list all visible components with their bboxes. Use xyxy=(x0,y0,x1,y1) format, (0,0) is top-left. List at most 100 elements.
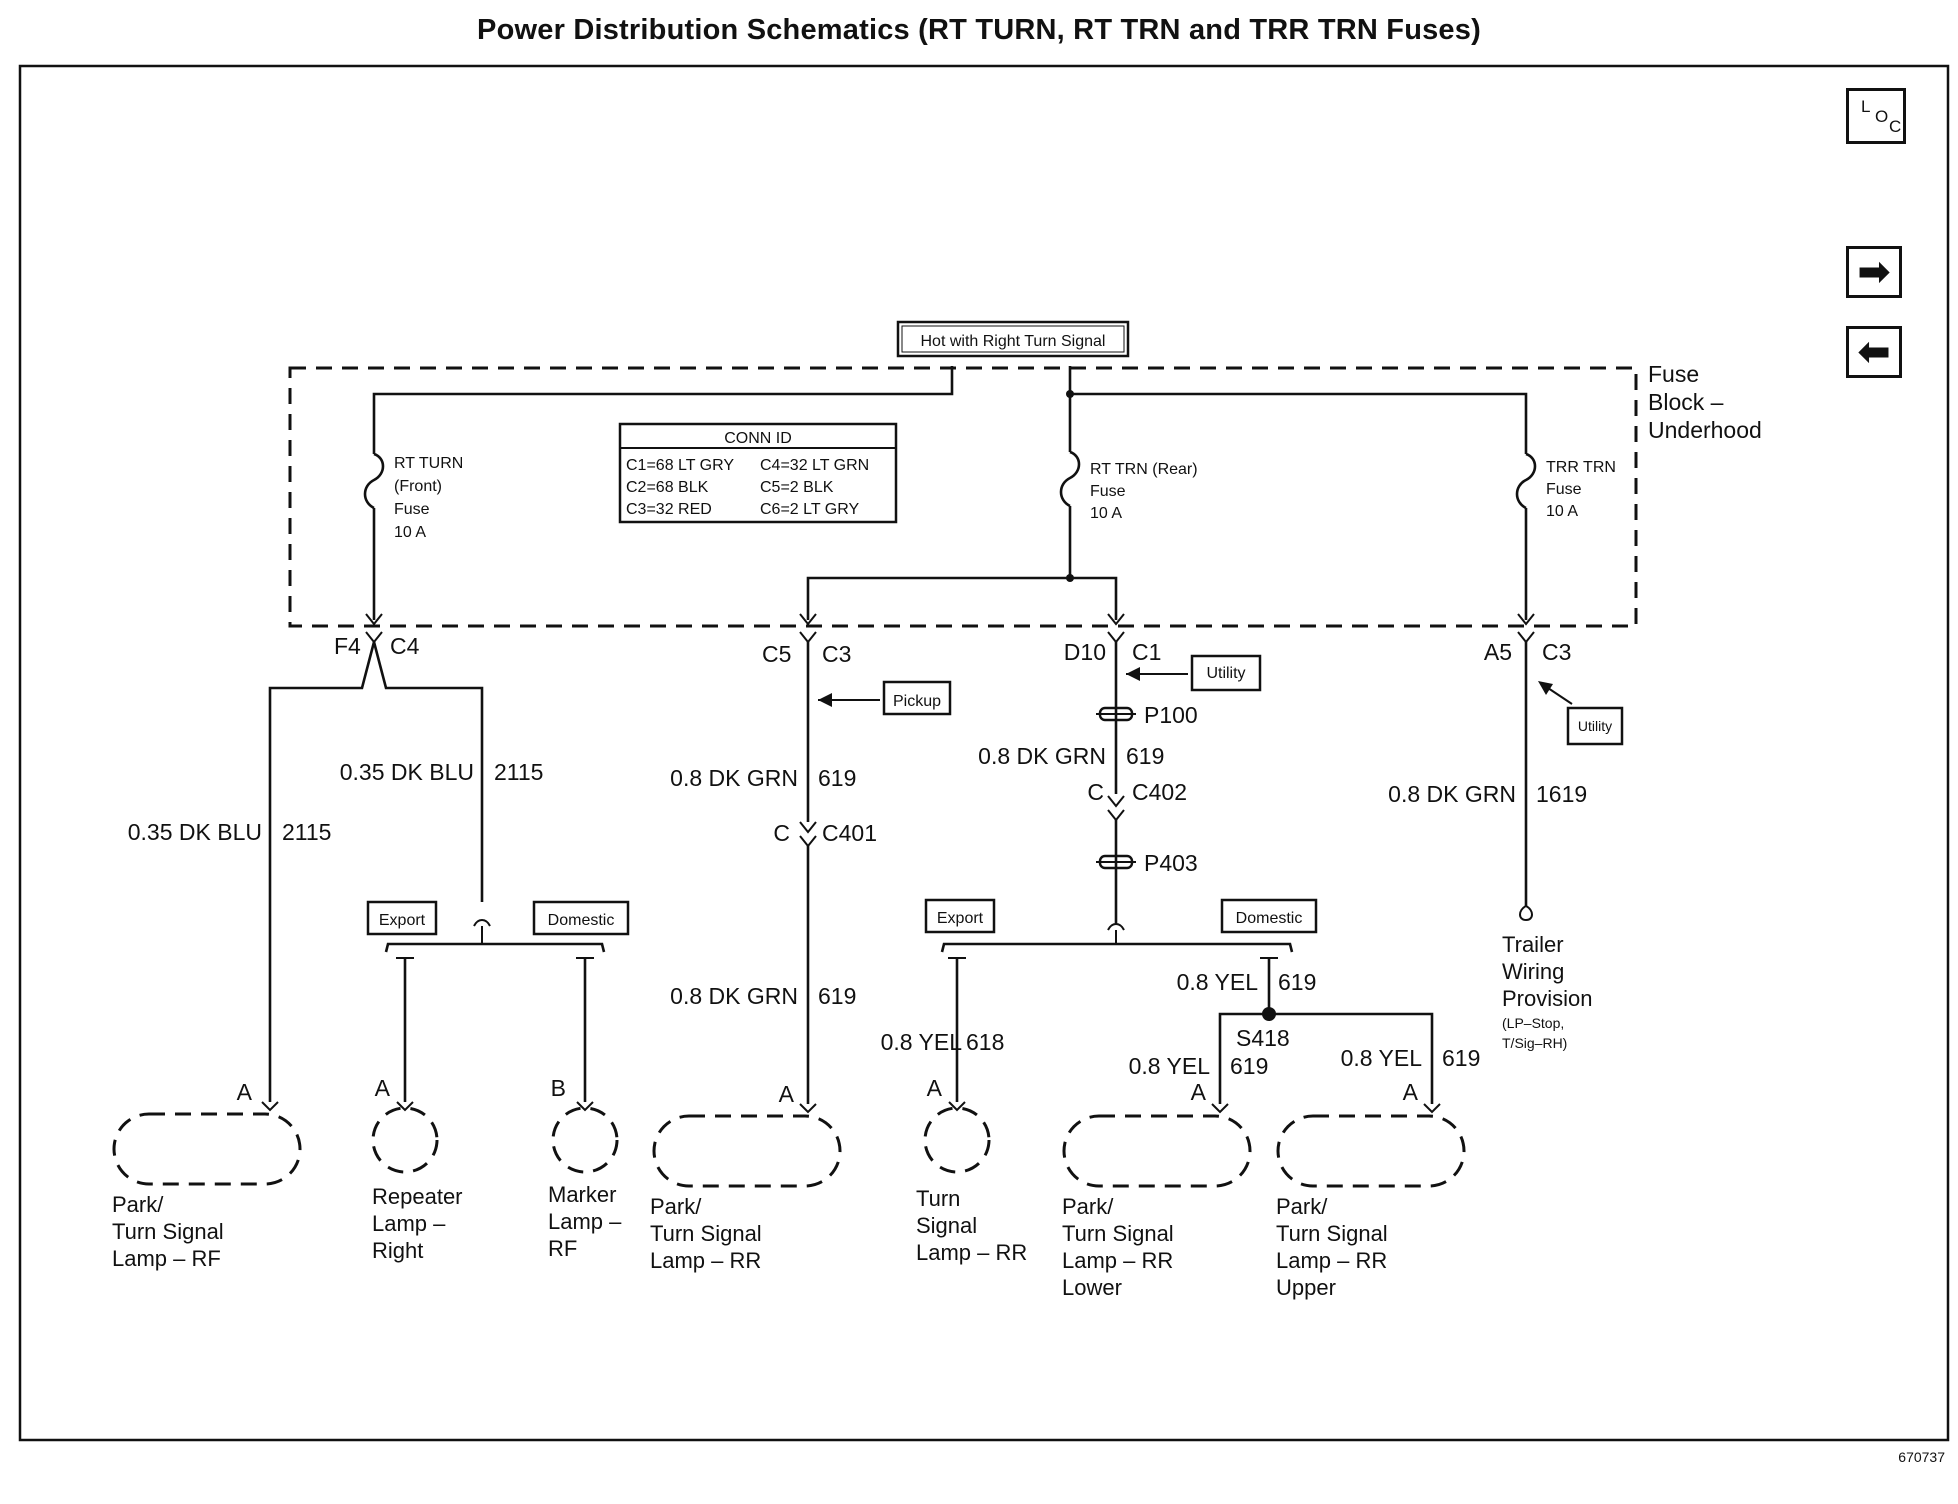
wire-3-number: 619 xyxy=(818,765,856,791)
conn-id-c3: C3=32 RED xyxy=(626,501,712,518)
next-page-button[interactable]: ➡ xyxy=(1846,246,1902,298)
c402-pin: C xyxy=(1087,779,1104,805)
pin-arrow-5 xyxy=(948,1101,966,1112)
wire-619-lower-lamp xyxy=(1218,1012,1269,1104)
pin-arrow-3 xyxy=(576,1101,594,1112)
turn-rr-label-2: Signal xyxy=(916,1213,977,1238)
rt-trn-to-d10 xyxy=(1070,576,1118,620)
wire-619-upper-lamp xyxy=(1269,1012,1434,1104)
rt-turn-fuse-label-4: 10 A xyxy=(394,524,426,541)
pickup-arrow-head xyxy=(818,693,832,707)
turn-rr-label-1: Turn xyxy=(916,1186,960,1211)
pin-label-1: A xyxy=(237,1079,253,1105)
hot-label-inner xyxy=(901,325,1125,353)
c402-arrow xyxy=(1107,795,1125,808)
wire-5-color: 0.8 DK GRN xyxy=(978,743,1106,769)
export-tag-1: Export xyxy=(379,912,426,929)
arrow-right-icon: ➡ xyxy=(1857,250,1891,294)
fuse-block-label-1: Fuse xyxy=(1648,361,1699,387)
conn-id-c2: C2=68 BLK xyxy=(626,479,709,496)
connector-p403: P403 xyxy=(1144,850,1198,876)
trr-trn-fuse-label-2: Fuse xyxy=(1546,481,1582,498)
domestic-tag-box-1 xyxy=(532,900,630,936)
park-turn-lamp-rr-upper-outline xyxy=(1276,1114,1466,1188)
wire-8-number: 619 xyxy=(1278,969,1316,995)
connector-c1: C1 xyxy=(1132,639,1161,665)
park-rr-lower-label-4: Lower xyxy=(1062,1275,1122,1300)
wire-2-number: 2115 xyxy=(494,759,543,785)
rt-trn-fuse-label-1: RT TRN (Rear) xyxy=(1090,461,1198,478)
marker-label-3: RF xyxy=(548,1236,577,1261)
pin-label-2: A xyxy=(375,1075,391,1101)
c4-connector-arrow xyxy=(365,613,383,626)
export-tag-2: Export xyxy=(937,910,984,927)
park-rr-lower-label-2: Turn Signal xyxy=(1062,1221,1174,1246)
conn-id-box xyxy=(618,422,898,524)
utility-arrow-head-1 xyxy=(1126,667,1140,681)
rt-trn-fuse-symbol xyxy=(1059,450,1081,508)
a5-male-arrow xyxy=(1517,631,1535,644)
pin-arrow-7 xyxy=(1423,1103,1441,1114)
park-rr-upper-label-1: Park/ xyxy=(1276,1194,1328,1219)
connector-c4: C4 xyxy=(390,633,420,659)
rt-turn-fuse-label-2: (Front) xyxy=(394,478,442,495)
park-turn-lamp-rr-lower-outline xyxy=(1062,1114,1252,1188)
pickup-tag-box xyxy=(882,680,952,716)
loc-letter-o: O xyxy=(1875,107,1889,126)
export-tag-box-1 xyxy=(366,900,438,936)
wire-6-number: 1619 xyxy=(1536,781,1587,807)
wire-2115-rf xyxy=(268,641,376,1102)
c4-male-arrow xyxy=(365,631,383,644)
location-view-button[interactable]: L O C xyxy=(1846,88,1906,144)
previous-page-button[interactable]: ⬅ xyxy=(1846,326,1902,378)
fuse-block-boundary xyxy=(288,366,1638,628)
pin-arrow-6 xyxy=(1211,1103,1229,1114)
connector-c5: C5 xyxy=(762,641,791,667)
utility-tag-1: Utility xyxy=(1206,665,1245,682)
rt-trn-fuse-label-3: 10 A xyxy=(1090,505,1122,522)
park-rr-upper-label-4: Upper xyxy=(1276,1275,1336,1300)
wire-7-number: 618 xyxy=(966,1029,1004,1055)
connector-c3b: C3 xyxy=(1542,639,1571,665)
c401-male-arrow xyxy=(799,835,817,848)
park-rf-label-1: Park/ xyxy=(112,1192,164,1217)
wire-3-color: 0.8 DK GRN xyxy=(670,765,798,791)
park-rr-label-2: Turn Signal xyxy=(650,1221,762,1246)
option-splice-2 xyxy=(1107,923,1125,931)
fuse-block-label-2: Block – xyxy=(1648,389,1724,415)
rt-turn-fuse-label-1: RT TURN xyxy=(394,455,463,472)
park-rr-lower-label-3: Lamp – RR xyxy=(1062,1248,1173,1273)
figure-id: 670737 xyxy=(1898,1449,1945,1465)
c1-connector-arrow xyxy=(1107,613,1125,626)
marker-label-2: Lamp – xyxy=(548,1209,622,1234)
d10-male-arrow xyxy=(1107,631,1125,644)
bus-left xyxy=(372,366,954,454)
turn-rr-label-3: Lamp – RR xyxy=(916,1240,1027,1265)
arrow-left-icon: ⬅ xyxy=(1857,330,1891,374)
repeater-label-2: Lamp – xyxy=(372,1211,446,1236)
diagram-frame xyxy=(18,64,1950,1442)
fuse-block-label-3: Underhood xyxy=(1648,417,1762,443)
c401-arrow xyxy=(799,821,817,834)
pin-label-6: A xyxy=(1191,1079,1207,1105)
page-title: Power Distribution Schematics (RT TURN, … xyxy=(477,14,1481,46)
domestic-tag-2: Domestic xyxy=(1236,910,1303,927)
park-rr-label-1: Park/ xyxy=(650,1194,702,1219)
trailer-label-1: Trailer xyxy=(1502,932,1564,957)
trailer-provision-end xyxy=(1519,905,1533,922)
wire-2-color: 0.35 DK BLU xyxy=(340,759,474,785)
connector-c3a: C3 xyxy=(822,641,851,667)
connector-a5: A5 xyxy=(1484,639,1512,665)
wire-7-color: 0.8 YEL xyxy=(881,1029,963,1055)
trr-trn-fuse-label-1: TRR TRN xyxy=(1546,459,1616,476)
hot-label: Hot with Right Turn Signal xyxy=(921,333,1106,350)
pin-arrow-4 xyxy=(799,1103,817,1114)
option-splice-1 xyxy=(473,919,491,927)
rt-turn-fuse-symbol xyxy=(363,452,385,510)
wire-8-color: 0.8 YEL xyxy=(1177,969,1259,995)
pin-arrow-2 xyxy=(396,1101,414,1112)
trr-trn-fuse-label-3: 10 A xyxy=(1546,503,1578,520)
utility-arrow-head-2 xyxy=(1538,681,1553,695)
trailer-label-5: T/Sig–RH) xyxy=(1502,1035,1567,1051)
wire-5-number: 619 xyxy=(1126,743,1164,769)
